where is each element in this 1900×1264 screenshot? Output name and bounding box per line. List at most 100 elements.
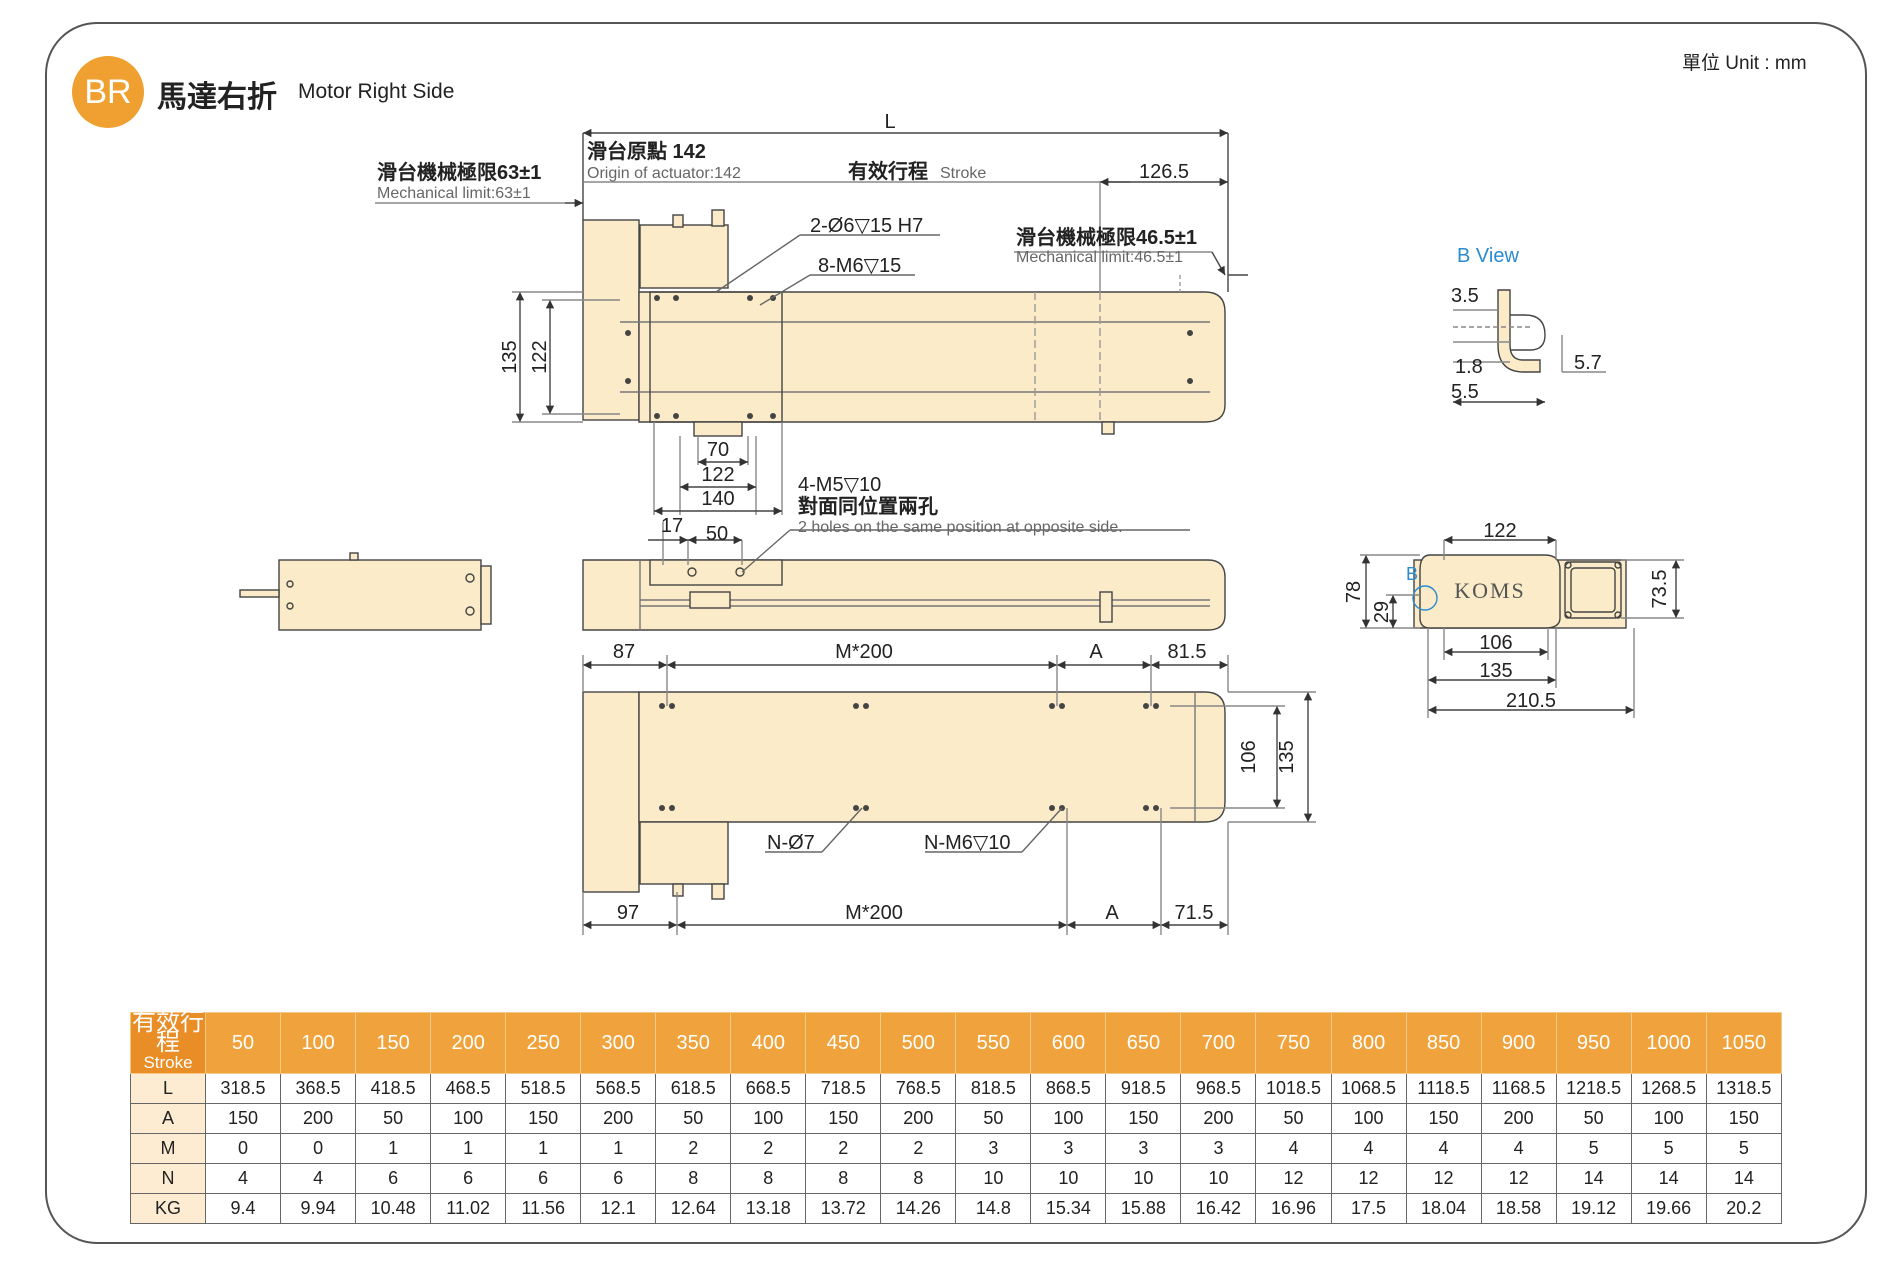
stroke-header-cell: 1050 xyxy=(1705,1012,1783,1074)
stroke-header-cell: 850 xyxy=(1405,1012,1482,1074)
table-cell: 968.5 xyxy=(1180,1073,1257,1104)
table-cell: 1168.5 xyxy=(1480,1073,1557,1104)
dim-3-5: 3.5 xyxy=(1451,285,1479,307)
table-cell: 8 xyxy=(805,1163,882,1194)
table-cell: 768.5 xyxy=(880,1073,957,1104)
table-cell: 150 xyxy=(1705,1103,1783,1134)
table-cell: 9.4 xyxy=(205,1193,282,1224)
pin-hole-spec: 2-Ø6▽15 H7 xyxy=(810,215,923,237)
m6-hole-spec: 8-M6▽15 xyxy=(818,255,901,277)
stroke-header-cell: 1000 xyxy=(1630,1012,1707,1074)
row-label: M xyxy=(129,1133,207,1164)
table-cell: 868.5 xyxy=(1030,1073,1107,1104)
mech-limit-left-english: Mechanical limit:63±1 xyxy=(377,185,531,202)
table-cell: 18.58 xyxy=(1480,1193,1557,1224)
row-label: N xyxy=(129,1163,207,1194)
table-cell: 50 xyxy=(1555,1103,1632,1134)
table-cell: 14 xyxy=(1630,1163,1707,1194)
dim-50: 50 xyxy=(706,523,728,545)
table-cell: 8 xyxy=(880,1163,957,1194)
stroke-header-cell: 950 xyxy=(1555,1012,1632,1074)
mech-limit-left: 滑台機械極限63±1 xyxy=(377,160,541,184)
dim-122-end: 122 xyxy=(1483,520,1516,542)
table-cell: 50 xyxy=(355,1103,432,1134)
b-view-detail xyxy=(1453,289,1606,407)
dim-87: 87 xyxy=(613,641,635,663)
table-cell: 1 xyxy=(355,1133,432,1164)
table-cell: 150 xyxy=(1405,1103,1482,1134)
table-cell: 468.5 xyxy=(430,1073,507,1104)
table-cell: 4 xyxy=(1330,1133,1407,1164)
section-title-english: Motor Right Side xyxy=(298,80,455,103)
stroke-header-cell: 550 xyxy=(955,1012,1032,1074)
table-cell: 3 xyxy=(1030,1133,1107,1164)
stroke-header-cell: 500 xyxy=(880,1012,957,1074)
table-cell: 4 xyxy=(205,1163,282,1194)
table-cell: 14 xyxy=(1705,1163,1783,1194)
table-cell: 20.2 xyxy=(1705,1193,1783,1224)
stroke-header-cell: 200 xyxy=(430,1012,507,1074)
end-view xyxy=(1360,535,1684,718)
table-cell: 12 xyxy=(1480,1163,1557,1194)
dim-106-height: 106 xyxy=(1238,740,1260,773)
stroke-header-cell: 400 xyxy=(730,1012,807,1074)
table-cell: 1 xyxy=(430,1133,507,1164)
stroke-header-cell: 100 xyxy=(280,1012,357,1074)
table-cell: 568.5 xyxy=(580,1073,657,1104)
table-cell: 4 xyxy=(1255,1133,1332,1164)
table-cell: 150 xyxy=(805,1103,882,1134)
dim-a-top: A xyxy=(1089,641,1103,663)
unit-label: 單位 Unit : mm xyxy=(1682,53,1807,74)
table-cell: 100 xyxy=(1630,1103,1707,1134)
table-cell: 1018.5 xyxy=(1255,1073,1332,1104)
table-cell: 0 xyxy=(280,1133,357,1164)
opposite-holes-english: 2 holes on the same position at opposite… xyxy=(798,519,1123,536)
table-cell: 17.5 xyxy=(1330,1193,1407,1224)
technical-drawing: L 滑台原點 142 Origin of actuator:142 有效行程 S… xyxy=(239,111,1684,935)
dim-1-8: 1.8 xyxy=(1455,356,1483,378)
dim-135-end: 135 xyxy=(1479,660,1512,682)
m5-hole-spec: 4-M5▽10 xyxy=(798,474,881,496)
table-cell: 12.64 xyxy=(655,1193,732,1224)
table-cell: 4 xyxy=(1480,1133,1557,1164)
table-cell: 50 xyxy=(1255,1103,1332,1134)
table-cell: 11.56 xyxy=(505,1193,582,1224)
stroke-header-zh: 有效行程 xyxy=(132,1009,205,1056)
dim-78: 78 xyxy=(1343,581,1365,603)
dim-70: 70 xyxy=(707,439,729,461)
opposite-holes-label: 對面同位置兩孔 xyxy=(798,494,938,518)
table-cell: 8 xyxy=(730,1163,807,1194)
table-cell: 12.1 xyxy=(580,1193,657,1224)
stroke-header-cell: 250 xyxy=(505,1012,582,1074)
dim-m200-top: M*200 xyxy=(835,641,893,663)
table-cell: 718.5 xyxy=(805,1073,882,1104)
table-cell: 6 xyxy=(580,1163,657,1194)
dim-17: 17 xyxy=(661,515,683,537)
stroke-header-cell: 700 xyxy=(1180,1012,1257,1074)
table-cell: 5 xyxy=(1555,1133,1632,1164)
table-cell: 5 xyxy=(1705,1133,1783,1164)
table-cell: 3 xyxy=(955,1133,1032,1164)
table-cell: 318.5 xyxy=(205,1073,282,1104)
side-view xyxy=(582,522,1226,631)
table-cell: 418.5 xyxy=(355,1073,432,1104)
dim-m200-bottom: M*200 xyxy=(845,902,903,924)
table-cell: 150 xyxy=(505,1103,582,1134)
b-view-title: B View xyxy=(1457,245,1519,267)
table-cell: 100 xyxy=(430,1103,507,1134)
dim-81-5: 81.5 xyxy=(1168,641,1207,663)
dim-135-height: 135 xyxy=(499,340,521,373)
table-cell: 10 xyxy=(1180,1163,1257,1194)
table-cell: 368.5 xyxy=(280,1073,357,1104)
table-cell: 12 xyxy=(1255,1163,1332,1194)
table-cell: 3 xyxy=(1105,1133,1182,1164)
table-cell: 2 xyxy=(730,1133,807,1164)
table-cell: 150 xyxy=(205,1103,282,1134)
table-cell: 10 xyxy=(1030,1163,1107,1194)
bottom-view xyxy=(582,655,1316,935)
dim-126-5: 126.5 xyxy=(1139,161,1189,183)
table-cell: 2 xyxy=(880,1133,957,1164)
